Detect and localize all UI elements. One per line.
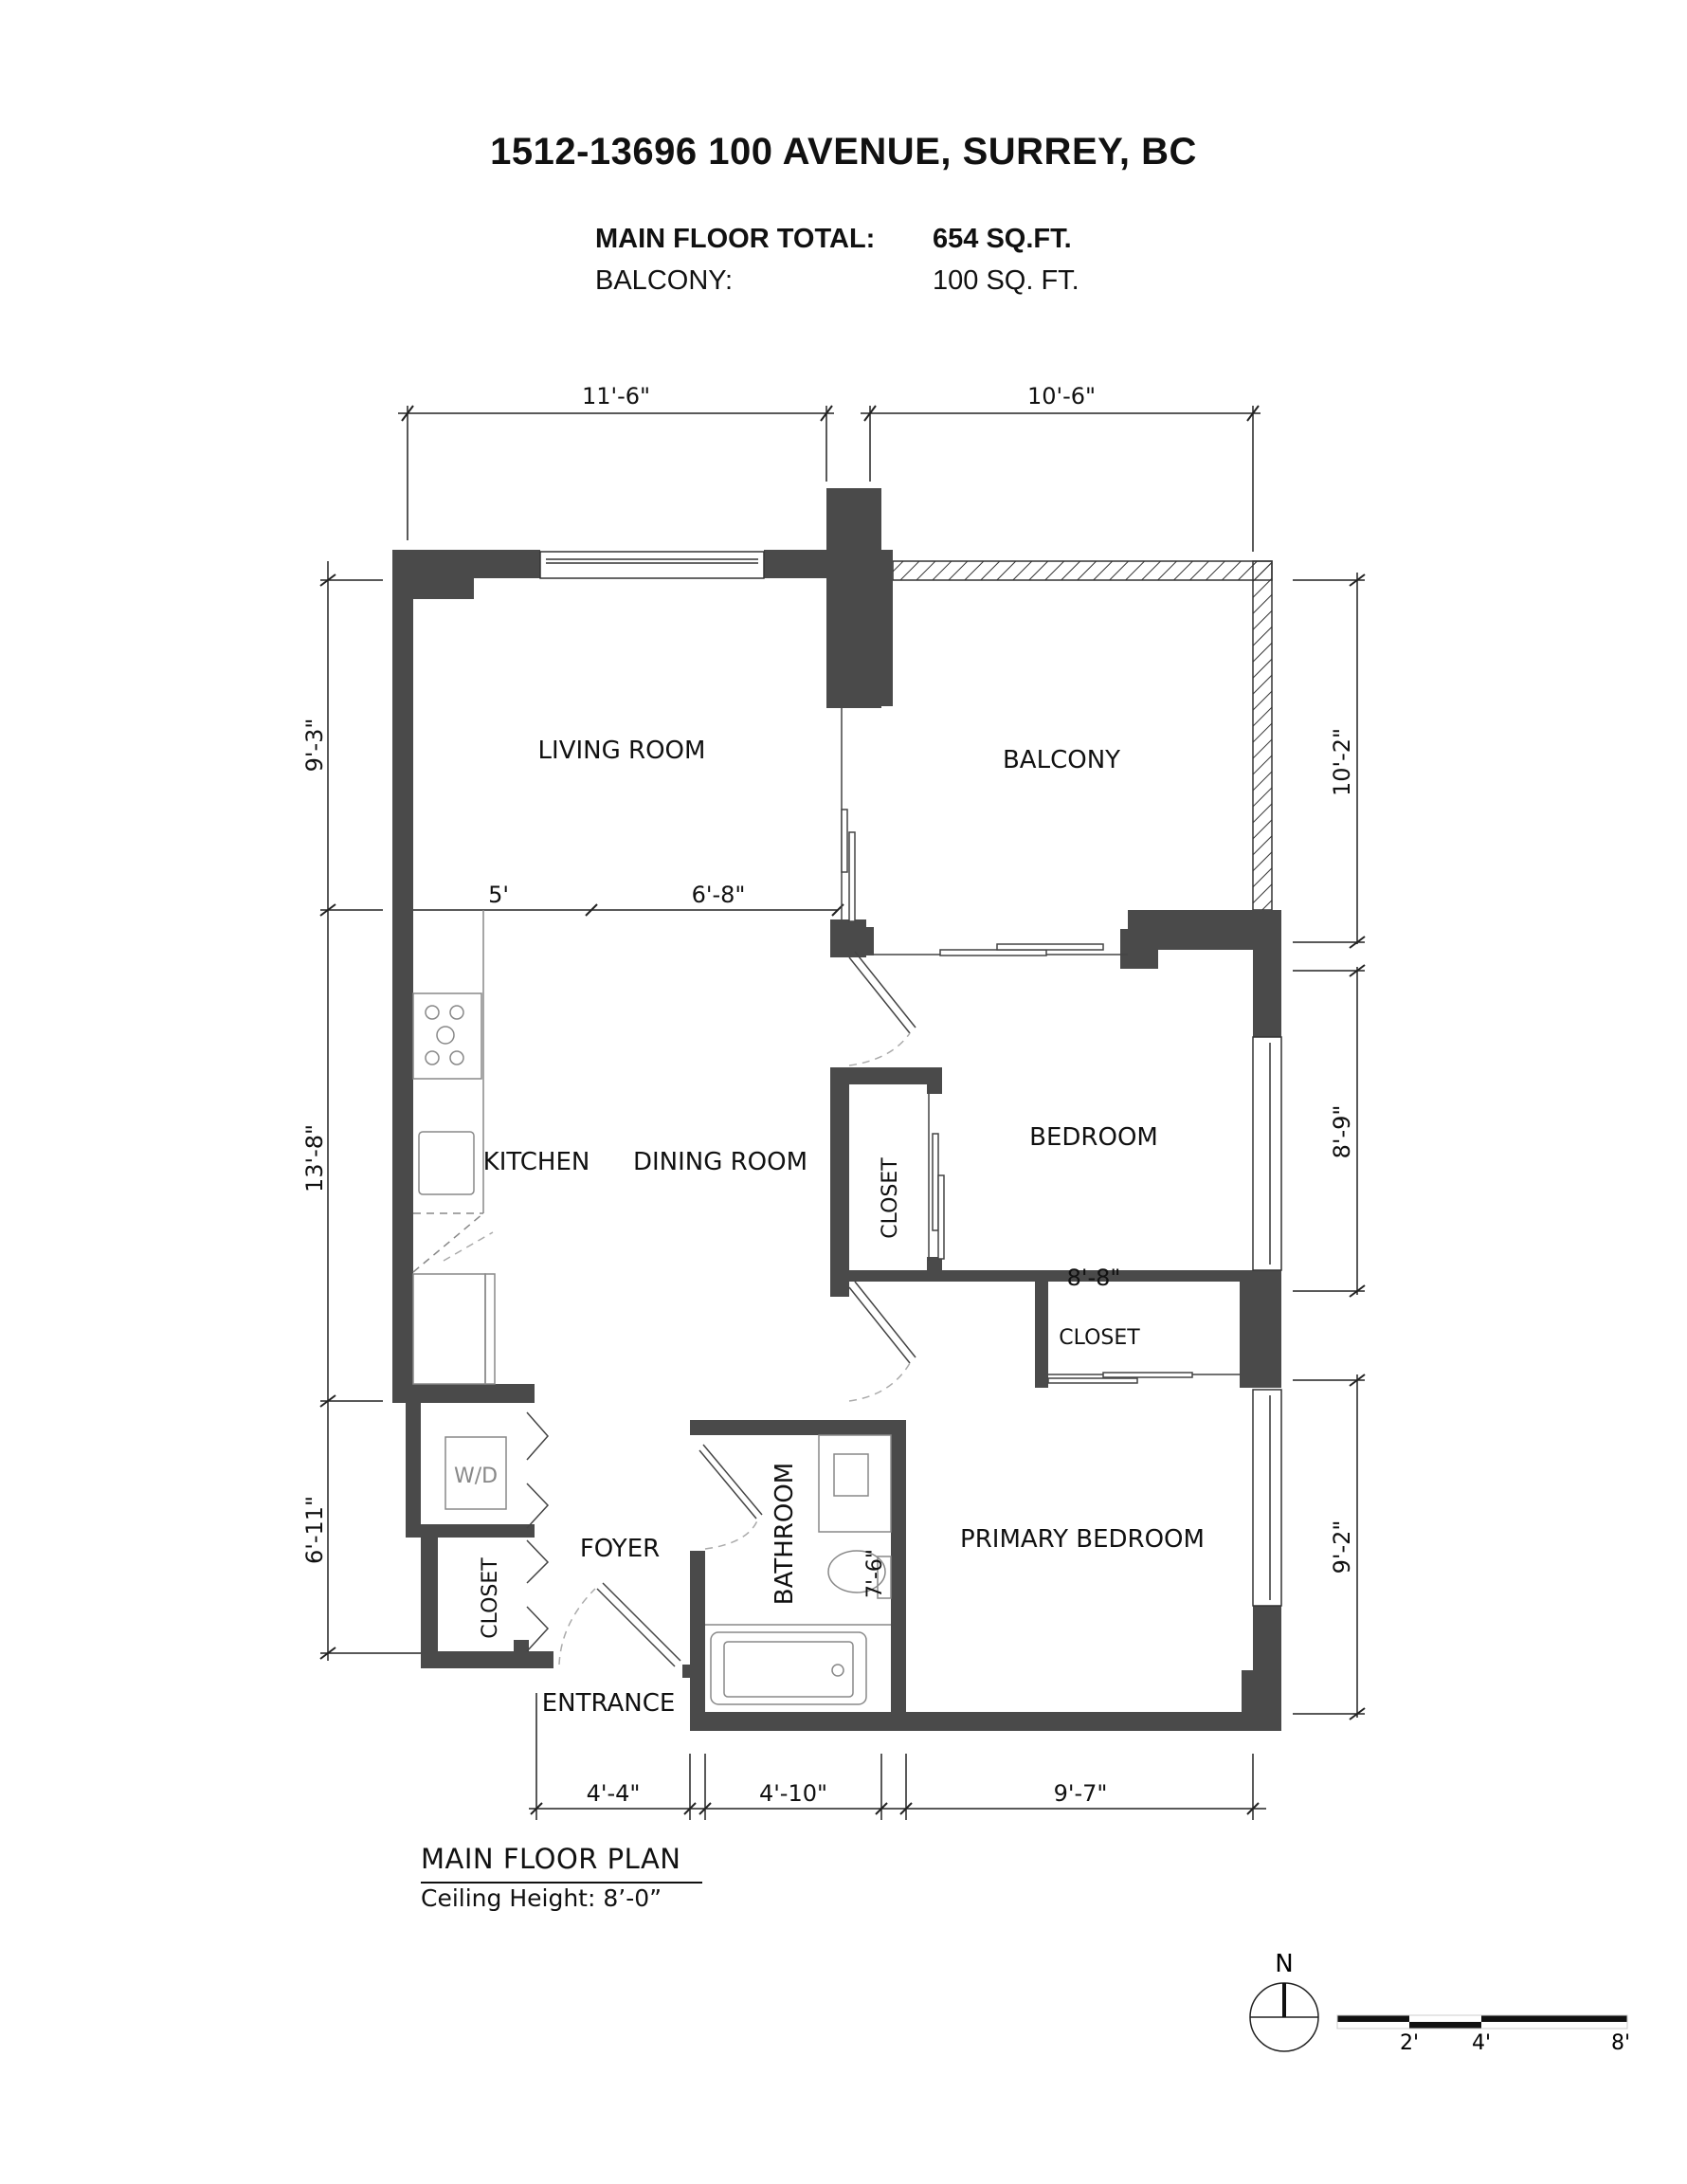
dim-bottom-entrance: 4'-4" [587, 1780, 641, 1807]
cooktop-icon [412, 992, 482, 1080]
main-floor-total-value: 654 SQ.FT. [933, 224, 1072, 254]
windows [539, 551, 1282, 1607]
sink-icon [418, 1131, 475, 1195]
scale-label-8: 8' [1611, 2031, 1630, 2055]
address-title: 1512-13696 100 AVENUE, SURREY, BC [490, 131, 1197, 173]
dim-left-kitchen: 13'-8" [301, 1124, 328, 1192]
foyer-label: FOYER [580, 1535, 660, 1563]
dim-top-left: 11'-6" [582, 383, 650, 410]
dim-left-living: 9'-3" [301, 719, 328, 773]
dim-kitchen-width: 5' [488, 882, 509, 908]
plan-title-rule [421, 1882, 702, 1884]
bedroom-closet-label: CLOSET [879, 1157, 902, 1239]
washer-dryer-icon [444, 1436, 507, 1510]
primary-bedroom-label: PRIMARY BEDROOM [960, 1525, 1205, 1554]
balcony-area-value: 100 SQ. FT. [933, 265, 1079, 296]
dimension-labels: 11'-6" 10'-6" 5' 6'-8" 8'-8" 4'-4" 4'-10… [301, 383, 1355, 1807]
bath-sink-icon [833, 1453, 869, 1497]
kitchen-fixtures [412, 910, 892, 1705]
living-room-label: LIVING ROOM [538, 737, 706, 765]
bathroom-label: BATHROOM [771, 1463, 799, 1605]
dim-bottom-primary: 9'-7" [1054, 1780, 1108, 1807]
walls [392, 488, 1281, 1731]
fridge-icon [412, 1273, 486, 1385]
washer-dryer-label: W/D [454, 1465, 498, 1488]
main-floor-total-label: MAIN FLOOR TOTAL: [595, 224, 876, 254]
toilet-icon [827, 1550, 886, 1593]
balcony-railing [892, 560, 1273, 911]
kitchen-label: KITCHEN [483, 1148, 590, 1176]
dim-right-balcony: 10'-2" [1329, 728, 1355, 796]
dimension-ticks [319, 405, 1366, 1815]
balcony-area-label: BALCONY: [595, 265, 734, 296]
scale-label-4: 4' [1472, 2031, 1491, 2055]
door-swings [443, 1032, 911, 1665]
north-compass-icon: N [1249, 1950, 1319, 2052]
plan-title: MAIN FLOOR PLAN [421, 1843, 681, 1875]
primary-closet-label: CLOSET [1059, 1326, 1140, 1350]
dim-right-primary: 9'-2" [1329, 1520, 1355, 1574]
foyer-closet-label: CLOSET [479, 1557, 502, 1639]
bathtub-icon [710, 1631, 867, 1705]
dim-left-foyer: 6'-11" [301, 1496, 328, 1564]
dim-top-right: 10'-6" [1027, 383, 1096, 410]
dim-right-bedroom: 8'-9" [1329, 1105, 1355, 1159]
scale-label-2: 2' [1400, 2031, 1419, 2055]
entrance-label: ENTRANCE [542, 1689, 676, 1718]
ceiling-height: Ceiling Height: 8’-0” [421, 1884, 662, 1912]
bedroom-label: BEDROOM [1029, 1123, 1158, 1152]
scale-bar: 2' 4' 8' [1336, 2014, 1630, 2055]
balcony-label: BALCONY [1003, 746, 1120, 774]
dim-bedroom-width: 8'-8" [1067, 1265, 1121, 1291]
room-labels: LIVING ROOM BALCONY KITCHEN DINING ROOM … [454, 737, 1205, 1718]
vanity-icon [818, 1434, 892, 1533]
dim-dining-width: 6'-8" [692, 882, 746, 908]
svg-text:N: N [1275, 1950, 1293, 1978]
dim-bottom-bathroom: 4'-10" [759, 1780, 827, 1807]
dining-room-label: DINING ROOM [633, 1148, 807, 1176]
doors [526, 708, 1240, 1667]
dim-bathroom-length: 7'-6" [863, 1549, 887, 1598]
